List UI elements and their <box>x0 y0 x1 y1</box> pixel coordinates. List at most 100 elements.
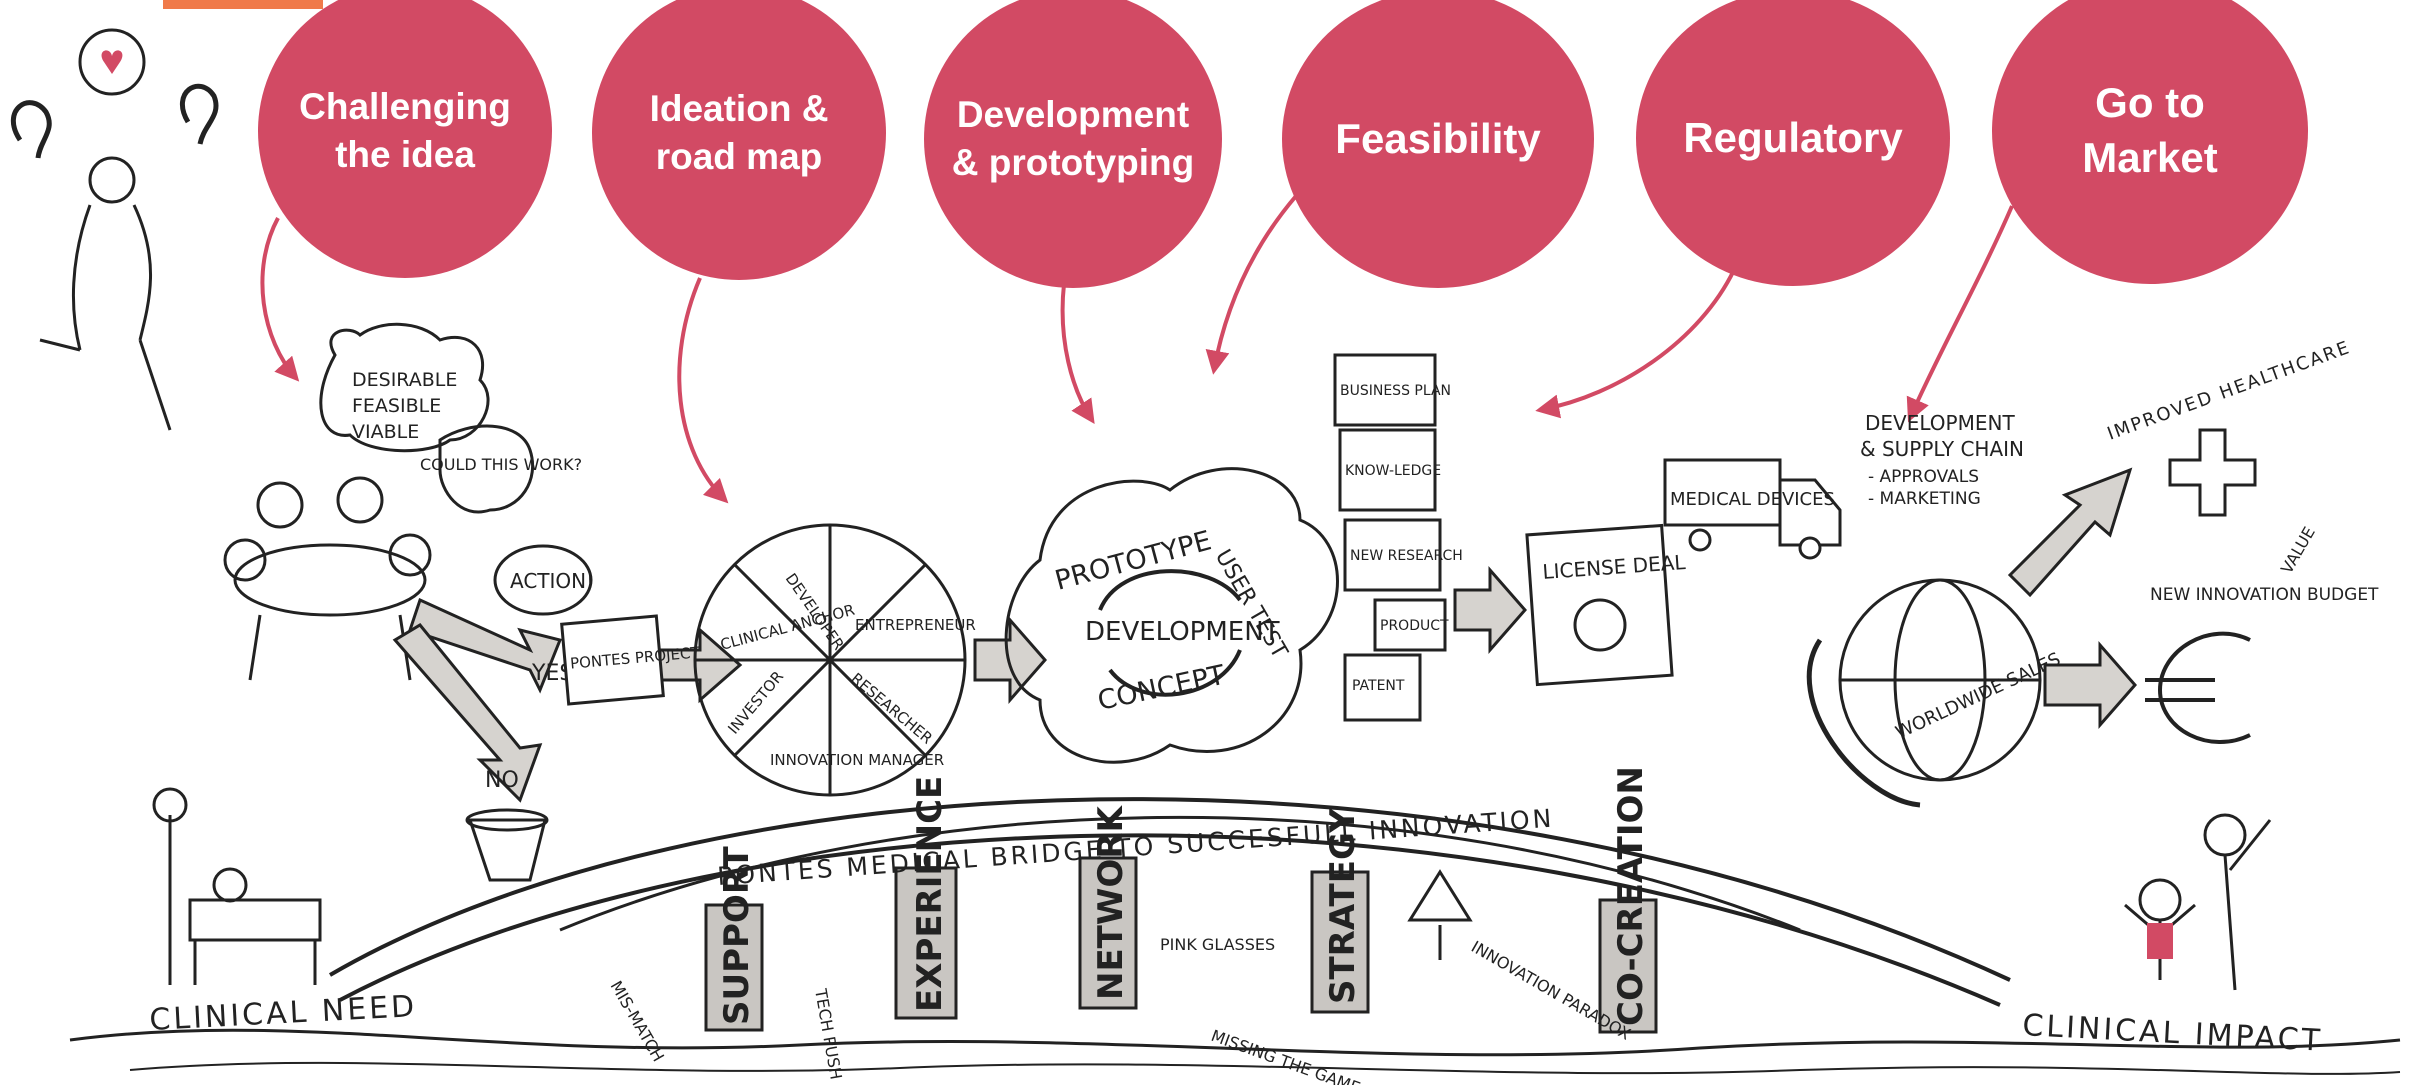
thought-bubble <box>319 322 535 514</box>
budget-label: NEW INNOVATION BUDGET <box>2150 585 2379 605</box>
meeting-table <box>223 476 432 681</box>
checklist-item: DESIRABLE <box>352 369 457 391</box>
warning-sign-icon <box>1407 869 1473 960</box>
truck-label: MEDICAL DEVICES <box>1670 489 1835 510</box>
pillar-label: CO-CREATION <box>1611 766 1651 1026</box>
prototype-cloud <box>1004 467 1339 764</box>
celebrating-figures <box>2124 813 2272 991</box>
patient-bed <box>152 787 322 985</box>
pillar-label: SUPPORT <box>717 846 757 1025</box>
trash-can-icon <box>465 808 549 882</box>
action-speech-bubble: ACTION! <box>493 544 594 616</box>
license-deal: LICENSE DEAL <box>1525 523 1687 687</box>
outcome-arrows <box>2007 467 2137 729</box>
thinker-figure <box>10 28 219 431</box>
document-label: NEW RESEARCH <box>1350 548 1463 564</box>
truck-icon <box>1663 458 1842 560</box>
supply-chain-notes: DEVELOPMENT & SUPPLY CHAIN - APPROVALS -… <box>1860 411 2024 509</box>
role-label: CLINICAL ANCHOR <box>718 601 856 654</box>
checklist: DESIRABLE FEASIBLE VIABLE <box>352 369 457 443</box>
bridge-title: PONTES MEDICAL BRIDGE TO SUCCESFULL INNO… <box>716 804 1555 891</box>
supply-line: & SUPPLY CHAIN <box>1860 437 2024 461</box>
document-label: PATENT <box>1352 678 1405 694</box>
stage-label: Regulatory <box>1683 113 1903 161</box>
supply-line: - MARKETING <box>1868 489 1981 509</box>
connector-arrow <box>677 277 729 504</box>
cycle-label: CONCEPT <box>1095 660 1228 717</box>
connector-arrow <box>1060 283 1095 424</box>
connector-arrow <box>1906 205 2014 423</box>
clinical-impact-label: CLINICAL IMPACT <box>2022 1008 2324 1059</box>
pillar-label: STRATEGY <box>1323 808 1363 1004</box>
flow-arrow <box>973 616 1047 704</box>
cycle-label: DEVELOPMENT <box>1085 617 1280 647</box>
stage-label: Ideation & road map <box>649 87 829 177</box>
supply-line: - APPROVALS <box>1868 467 1979 487</box>
pillar <box>894 866 958 1020</box>
stage-circle-feasibility: Feasibility <box>1282 0 1594 288</box>
document-label: BUSINESS PLAN <box>1340 383 1451 399</box>
document-label: PRODUCT <box>1380 618 1449 634</box>
obstacle-label: PINK GLASSES <box>1160 935 1275 954</box>
yes-label: YES! <box>531 661 582 686</box>
clinical-need-label: CLINICAL NEED <box>149 989 418 1038</box>
checklist-item: FEASIBLE <box>352 395 441 417</box>
connector-arrow <box>1535 269 1736 419</box>
project-label: PONTES PROJECT <box>569 643 701 672</box>
globe-icon <box>1806 578 2042 808</box>
document-labels: BUSINESS PLAN KNOW-LEDGE NEW RESEARCH PR… <box>1340 383 1463 694</box>
stage-label: Challenging the idea <box>299 85 511 175</box>
role-pie <box>693 523 967 797</box>
stage-circle-challenging: Challenging the idea <box>258 0 552 278</box>
connector-arrow <box>1205 194 1298 375</box>
obstacle-label: MISSING THE GAME <box>1209 1026 1363 1085</box>
document-stack <box>1333 353 1447 722</box>
lightbulb-heart-icon <box>101 50 123 74</box>
role-label: RESEARCHER <box>847 669 936 747</box>
healthcare-label: IMPROVED HEALTHCARE <box>2105 337 2354 445</box>
euro-icon <box>2145 631 2251 745</box>
obstacle-label: MIS-MATCH <box>607 978 668 1065</box>
globe-label: WORLDWIDE SALES <box>1892 649 2063 744</box>
role-label: DEVELOPER <box>782 570 848 654</box>
pillar-label: NETWORK <box>1091 805 1131 1000</box>
stage-label: Feasibility <box>1335 114 1541 162</box>
stage-circle-ideation: Ideation & road map <box>592 0 886 280</box>
question-text: COULD THIS WORK? <box>420 455 582 474</box>
action-label: ACTION! <box>510 569 594 593</box>
pillar <box>1078 856 1138 1010</box>
cycle-labels: PROTOTYPE DEVELOPMENT USER TEST CONCEPT <box>1052 525 1292 717</box>
pillar <box>704 903 764 1032</box>
stage-label: Development & prototyping <box>951 93 1195 183</box>
role-label: INVESTOR <box>724 668 787 738</box>
supply-line: DEVELOPMENT <box>1865 411 2015 435</box>
pillar-label: EXPERIENCE <box>910 776 950 1012</box>
pillar <box>1598 898 1658 1034</box>
medical-cross-icon <box>2168 428 2257 517</box>
bridge <box>328 797 2011 1007</box>
license-label: LICENSE DEAL <box>1542 550 1687 584</box>
bridge-pillars <box>704 856 1658 1034</box>
role-label: INNOVATION MANAGER <box>770 751 944 769</box>
cycle-label: PROTOTYPE <box>1052 525 1215 596</box>
obstacle-label: INNOVATION PARADOX <box>1468 937 1634 1044</box>
stage-circle-go-to-market: Go to Market <box>1992 0 2308 284</box>
value-label: VALUE <box>2277 523 2319 577</box>
stage-label: Go to Market <box>2082 79 2218 181</box>
cycle-label: USER TEST <box>1210 546 1292 664</box>
orange-header-tab <box>163 0 323 9</box>
decision-arrows <box>392 597 743 803</box>
pillar <box>1310 870 1370 1014</box>
checklist-item: VIABLE <box>352 421 419 443</box>
river <box>69 1028 2401 1075</box>
obstacle-labels: MIS-MATCH TECH PUSH PINK GLASSES MISSING… <box>607 935 1634 1085</box>
role-label: ENTREPRENEUR <box>855 616 976 634</box>
stage-circle-regulatory: Regulatory <box>1636 0 1950 286</box>
obstacle-label: TECH PUSH <box>811 986 846 1081</box>
flow-arrow <box>1453 566 1527 654</box>
document-label: KNOW-LEDGE <box>1345 463 1441 479</box>
connector-arrow <box>260 217 300 382</box>
role-labels: DEVELOPER ENTREPRENEUR RESEARCHER INNOVA… <box>718 570 975 769</box>
no-label: NO <box>485 768 519 793</box>
